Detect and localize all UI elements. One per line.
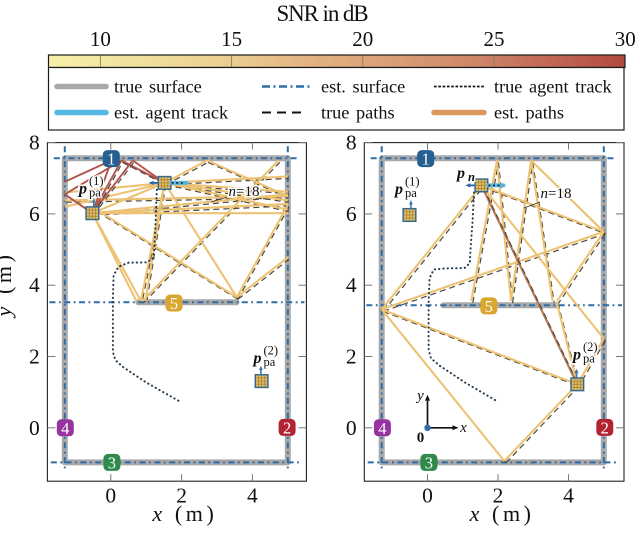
svg-text:est. surface: est. surface xyxy=(321,77,405,97)
svg-text:1: 1 xyxy=(422,150,430,169)
svg-text:2: 2 xyxy=(176,484,187,508)
svg-text:(1): (1) xyxy=(89,174,104,188)
svg-text:15: 15 xyxy=(221,27,242,51)
svg-text:p: p xyxy=(455,165,465,182)
svg-text:6: 6 xyxy=(346,202,357,226)
svg-text:true surface: true surface xyxy=(114,77,202,97)
svg-text:n=18: n=18 xyxy=(541,186,572,202)
svg-text:10: 10 xyxy=(90,27,111,51)
svg-text:SNR in dB: SNR in dB xyxy=(276,1,368,26)
svg-text:n: n xyxy=(468,170,475,184)
svg-text:4: 4 xyxy=(378,419,386,438)
svg-text:4: 4 xyxy=(247,484,258,508)
svg-text:(1): (1) xyxy=(405,175,420,189)
svg-text:20: 20 xyxy=(352,27,373,51)
svg-text:4: 4 xyxy=(563,484,574,508)
svg-text:4: 4 xyxy=(29,273,40,297)
svg-text:(2): (2) xyxy=(583,340,598,354)
svg-text:5: 5 xyxy=(485,297,493,316)
svg-text:est. agent track: est. agent track xyxy=(114,103,229,123)
svg-text:pa: pa xyxy=(89,186,101,200)
svg-text:n=18: n=18 xyxy=(229,184,260,200)
svg-text:0: 0 xyxy=(105,484,116,508)
svg-text:4: 4 xyxy=(61,419,69,438)
svg-text:y (m): y (m) xyxy=(0,251,16,318)
svg-text:est. paths: est. paths xyxy=(494,103,564,123)
svg-text:0: 0 xyxy=(29,416,40,440)
svg-text:3: 3 xyxy=(108,453,116,472)
svg-text:2: 2 xyxy=(601,418,609,437)
svg-text:pa: pa xyxy=(583,352,595,366)
svg-text:p: p xyxy=(77,181,87,198)
svg-text:pa: pa xyxy=(264,355,276,369)
svg-text:0: 0 xyxy=(417,430,425,446)
svg-text:0: 0 xyxy=(346,416,357,440)
svg-text:8: 8 xyxy=(346,131,357,155)
svg-text:p: p xyxy=(571,347,581,364)
svg-text:y: y xyxy=(415,388,424,404)
svg-text:6: 6 xyxy=(29,202,40,226)
svg-text:p: p xyxy=(393,181,403,198)
svg-text:25: 25 xyxy=(484,27,505,51)
svg-text:x (m): x (m) xyxy=(469,501,535,526)
svg-text:3: 3 xyxy=(425,453,433,472)
svg-text:0: 0 xyxy=(422,484,433,508)
svg-text:x: x xyxy=(459,420,467,436)
svg-text:2: 2 xyxy=(493,484,504,508)
svg-text:true paths: true paths xyxy=(321,103,395,123)
svg-text:2: 2 xyxy=(283,418,291,437)
svg-text:1: 1 xyxy=(107,150,115,169)
svg-text:pa: pa xyxy=(405,186,417,200)
svg-text:true agent track: true agent track xyxy=(494,77,613,97)
svg-text:p: p xyxy=(252,350,262,367)
svg-text:x (m): x (m) xyxy=(151,501,217,526)
svg-text:4: 4 xyxy=(346,273,357,297)
svg-text:2: 2 xyxy=(346,345,357,369)
svg-text:(2): (2) xyxy=(264,344,279,358)
svg-text:30: 30 xyxy=(615,27,636,51)
svg-text:8: 8 xyxy=(29,131,40,155)
svg-text:2: 2 xyxy=(29,345,40,369)
svg-text:5: 5 xyxy=(170,294,178,313)
